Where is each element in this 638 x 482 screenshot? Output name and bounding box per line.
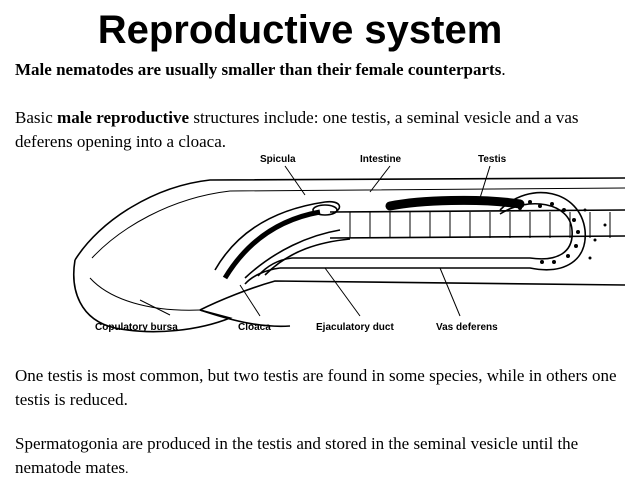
male-nematode-reproductive-diagram: Spicula Intestine Testis Copulatory burs… — [73, 154, 626, 333]
structures-text-bold: male reproductive — [57, 108, 190, 127]
spermatogonia-end: . — [125, 462, 129, 477]
intestine-label: Intestine — [360, 154, 402, 165]
size-comparison-text: Male nematodes are usually smaller than … — [15, 60, 502, 79]
slide-title: Reproductive system — [97, 8, 503, 52]
structures-text-2: structures include: one testis, a semina… — [15, 108, 579, 151]
paragraph-size-comparison: Male nematodes are usually smaller than … — [15, 58, 627, 82]
spermatogonia-text: Spermatogonia are produced in the testis… — [15, 434, 579, 477]
spicula-label: Spicula — [260, 154, 296, 165]
vas-deferens-label: Vas deferens — [436, 322, 498, 333]
size-comparison-end: . — [501, 60, 506, 79]
copulatory-bursa-label: Copulatory bursa — [95, 322, 178, 333]
ejaculatory-duct-label: Ejaculatory duct — [316, 322, 394, 333]
paragraph-male-structures: Basic male reproductive structures inclu… — [15, 106, 627, 154]
testis-label: Testis — [478, 154, 507, 165]
cloaca-label: Cloaca — [238, 322, 271, 333]
paragraph-testis-count: One testis is most common, but two testi… — [15, 366, 617, 409]
structures-text-1: Basic — [15, 108, 58, 127]
paragraph-spermatogonia: Spermatogonia are produced in the testis… — [15, 432, 627, 482]
